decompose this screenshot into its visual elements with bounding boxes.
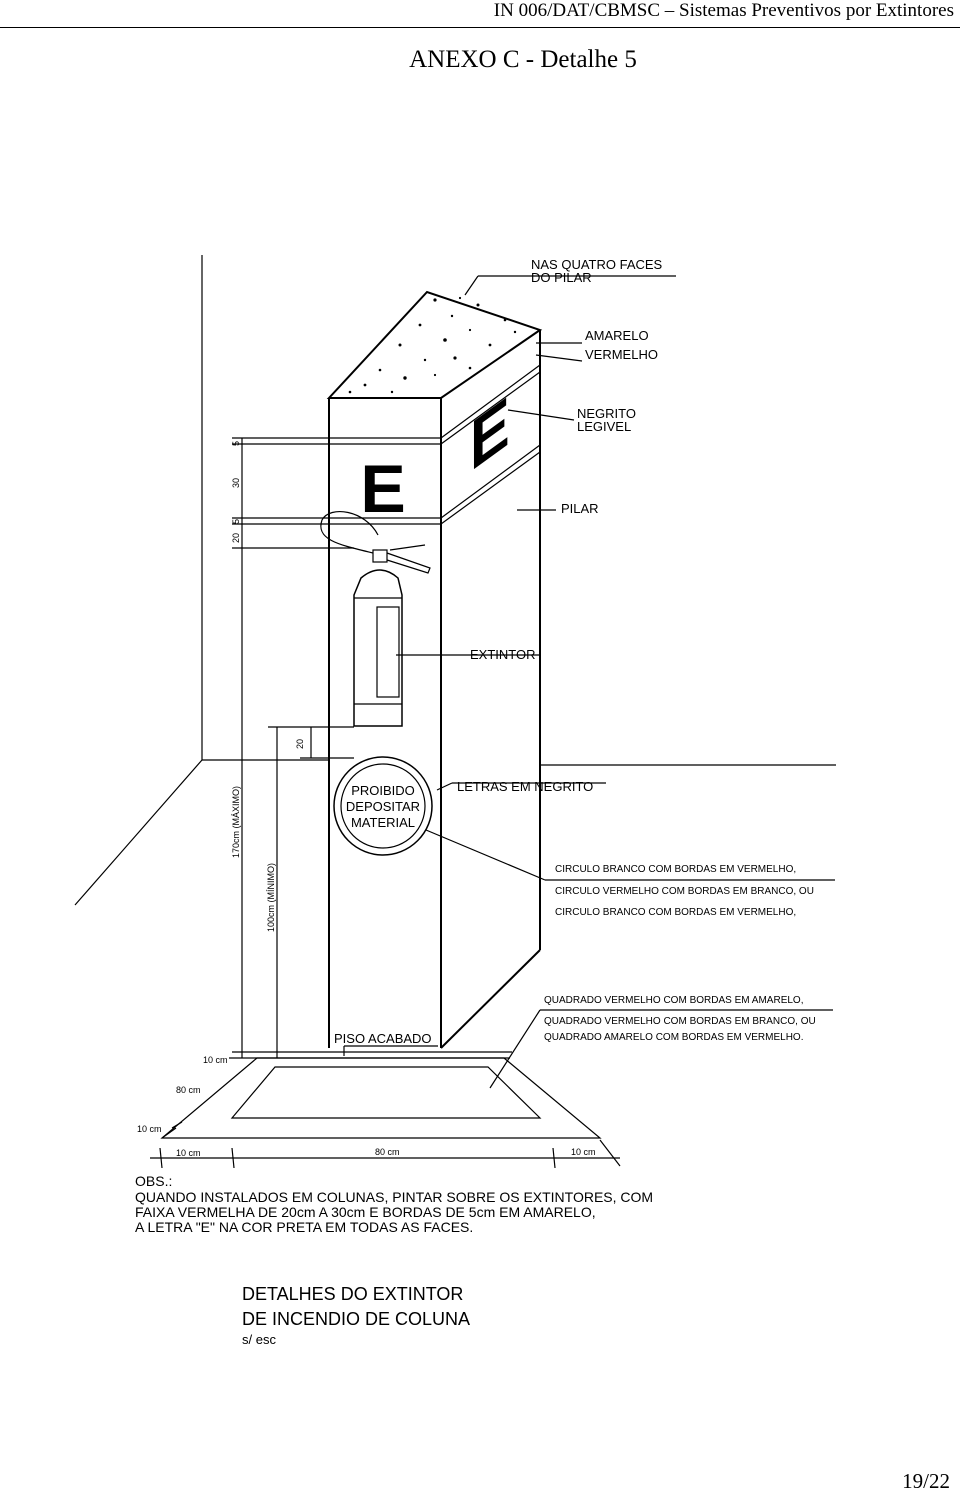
dim-20-band: 20 [231, 533, 241, 543]
dim-20-sign: 20 [295, 739, 305, 749]
label-bold: NEGRITO [577, 406, 636, 421]
obs-title: OBS.: [135, 1173, 172, 1189]
fire-extinguisher [320, 511, 431, 727]
label-yellow: AMARELO [585, 328, 649, 343]
callout-labels: NAS QUATRO FACES DO PILAR AMARELO VERMEL… [334, 257, 663, 1046]
prohibition-sign: PROIBIDO DEPOSITAR MATERIAL [333, 756, 433, 856]
square-note: QUADRADO AMARELO COM BORDAS EM VERMELHO. [544, 1032, 804, 1043]
dim-10cm-b: 10 cm [137, 1124, 162, 1134]
dim-10cm-d: 10 cm [571, 1147, 596, 1157]
square-note: QUADRADO VERMELHO COM BORDAS EM AMARELO, [544, 995, 804, 1006]
drawing-caption: DETALHES DO EXTINTOR DE INCENDIO DE COLU… [242, 1284, 470, 1347]
circle-note: CIRCULO BRANCO COM BORDAS EM VERMELHO, [555, 864, 796, 875]
label-legible: LEGIVEL [577, 419, 631, 434]
circle-note: CIRCULO BRANCO COM BORDAS EM VERMELHO, [555, 907, 796, 918]
dim-80cm-a: 80 cm [176, 1085, 201, 1095]
sign-text-line3: MATERIAL [351, 815, 415, 830]
room-walls [74, 255, 836, 906]
sign-text-line1: PROIBIDO [351, 783, 415, 798]
observation-block: OBS.: QUANDO INSTALADOS EM COLUNAS, PINT… [135, 1173, 653, 1235]
dim-10cm-a: 10 cm [203, 1055, 228, 1065]
label-red: VERMELHO [585, 347, 658, 362]
circle-note: CIRCULO VERMELHO COM BORDAS EM BRANCO, O… [555, 886, 814, 897]
square-notes: QUADRADO VERMELHO COM BORDAS EM AMARELO,… [544, 995, 816, 1043]
obs-line: FAIXA VERMELHA DE 20cm A 30cm E BORDAS D… [135, 1204, 596, 1220]
label-finished-floor: PISO ACABADO [334, 1031, 432, 1046]
label-pillar-faces: DO PILAR [531, 270, 592, 285]
label-pillar: PILAR [561, 501, 599, 516]
caption-line1: DETALHES DO EXTINTOR [242, 1284, 463, 1304]
square-note: QUADRADO VERMELHO COM BORDAS EM BRANCO, … [544, 1016, 816, 1027]
label-bold-letters: LETRAS EM NEGRITO [457, 779, 593, 794]
document-reference: IN 006/DAT/CBMSC – Sistemas Preventivos … [493, 0, 954, 21]
dim-100-min: 100cm (MÍNIMO) [266, 863, 276, 932]
dim-5-top: 5 [231, 441, 241, 446]
dim-80cm-b: 80 cm [375, 1147, 400, 1157]
dimension-labels: 5 30 5 20 20 170cm (MÁXIMO) 100cm (MÍNIM… [137, 441, 596, 1158]
pillar-top [326, 290, 543, 399]
dim-170-max: 170cm (MÁXIMO) [231, 786, 241, 858]
dim-30: 30 [231, 478, 241, 488]
dim-10cm-c: 10 cm [176, 1148, 201, 1158]
circle-notes: CIRCULO BRANCO COM BORDAS EM VERMELHO, C… [555, 864, 814, 918]
obs-line: QUANDO INSTALADOS EM COLUNAS, PINTAR SOB… [135, 1189, 653, 1205]
caption-line2: DE INCENDIO DE COLUNA [242, 1309, 470, 1329]
letter-e-front: E [360, 451, 405, 527]
label-four-faces: NAS QUATRO FACES [531, 257, 663, 272]
floor-marking [150, 1051, 621, 1169]
caption-scale: s/ esc [242, 1332, 276, 1347]
leader-lines [343, 275, 835, 1089]
label-extinguisher: EXTINTOR [470, 647, 536, 662]
page-number: 19/22 [902, 1469, 950, 1493]
dim-5-bottom: 5 [231, 519, 241, 524]
concrete-texture [348, 296, 517, 394]
obs-line: A LETRA "E" NA COR PRETA EM TODAS AS FAC… [135, 1219, 473, 1235]
pillar [326, 290, 543, 1049]
page-title: ANEXO C - Detalhe 5 [409, 46, 637, 73]
dimension-lines [232, 437, 354, 1058]
header-rule [0, 27, 960, 28]
sign-text-line2: DEPOSITAR [346, 799, 420, 814]
